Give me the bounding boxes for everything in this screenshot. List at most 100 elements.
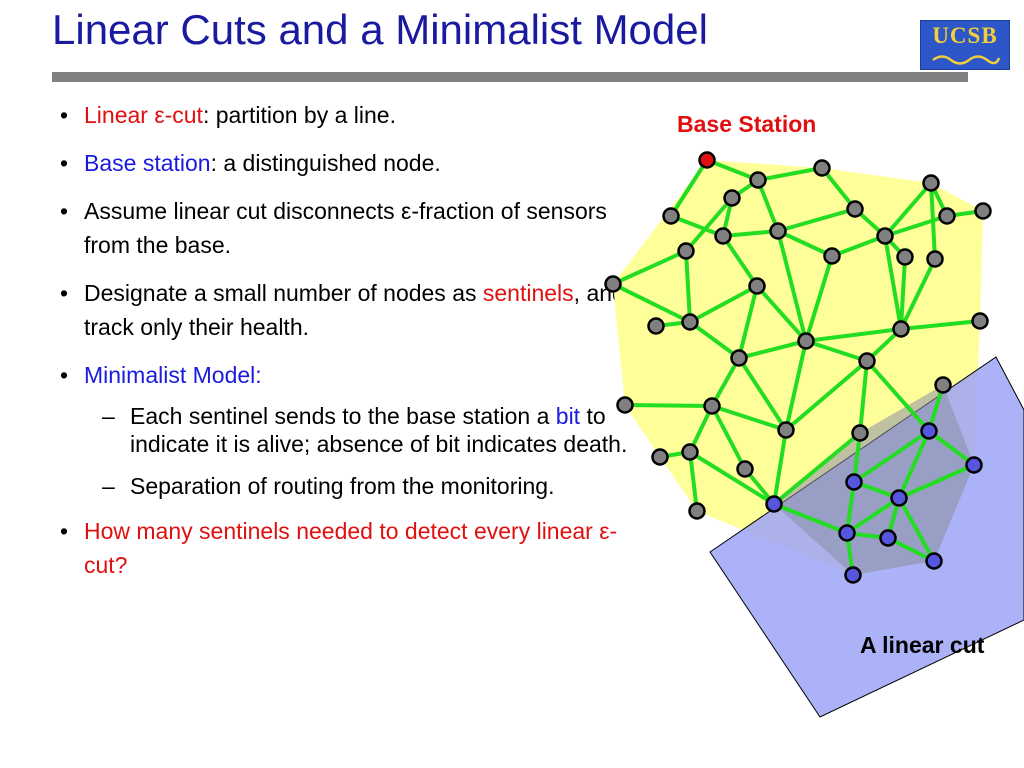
network-edge [804,254,834,343]
sensor-node [777,421,795,439]
network-edge [897,463,976,500]
disconnected-sensor-node [925,552,943,570]
network-edge [899,257,937,331]
sensor-node [922,174,940,192]
network-edge [710,404,747,471]
network-edge [684,196,734,253]
network-edge [865,359,931,433]
bullet-text-run: -fraction of sensors from the base. [84,198,607,258]
network-edge [611,282,692,324]
network-edge [776,229,834,258]
sensor-node [846,200,864,218]
sensor-node [736,460,754,478]
sensor-node [651,448,669,466]
network-edge [737,356,788,432]
sensor-node [851,424,869,442]
network-edge [669,214,725,238]
disconnected-sensor-node [838,524,856,542]
network-edge [721,234,759,288]
disconnected-sensor-node [920,422,938,440]
disconnected-sensor-node [844,566,862,584]
network-edge [772,431,862,506]
sensor-node [974,202,992,220]
ucsb-logo: UCSB [920,20,1010,70]
bullet-text-run: How many sentinels needed to detect ever… [84,518,600,544]
sensor-node [703,397,721,415]
network-edge [623,403,714,408]
sensor-node [938,207,956,225]
sensor-node [604,275,622,293]
wave-icon [932,55,1001,65]
bullet-text-run: Assume linear cut disconnects [84,198,402,224]
disconnected-sensor-node [965,456,983,474]
disconnected-sensor-node [765,495,783,513]
bullet-text-run: Designate a small number of nodes as [84,280,483,306]
network-edge [756,178,780,233]
network-edge [929,181,937,261]
bullet: •Assume linear cut disconnects ε-fractio… [60,194,630,262]
network-edge [611,249,688,286]
sensor-node [797,332,815,350]
sensor-node [681,313,699,331]
sensor-node [971,312,989,330]
network-edge [897,496,936,563]
bullet-text-run: Base station [84,150,211,176]
logo-text: UCSB [932,23,998,48]
network-edge [737,339,808,360]
bullet-text-run: ε [401,198,412,224]
base-station-label: Base Station [677,111,817,137]
sensor-node [896,248,914,266]
sensor-node [662,207,680,225]
network-edge [776,229,808,343]
network-edge [883,234,903,331]
network-edge [710,404,788,432]
sensor-node [616,396,634,414]
bullet: •Linear ε-cut: partition by a line. [60,98,630,132]
bullet-text-run: -cut [164,102,203,128]
network-edge [899,319,982,331]
network-edge [705,158,760,182]
sensor-node [730,349,748,367]
bullet-text-run: Minimalist Model: [84,362,262,388]
network-edge [688,450,699,513]
network-edge [776,207,857,233]
sensor-node [823,247,841,265]
bullet-text-run: ε [599,518,610,544]
sensor-node [858,352,876,370]
sensor-node [681,443,699,461]
network-edge [883,181,933,238]
sensor-node [769,222,787,240]
network-edge [710,356,741,408]
network-edge [927,429,976,467]
bullet-text-run: Separation of routing from the monitorin… [130,473,555,499]
sensor-node [892,320,910,338]
network-edge [669,158,709,218]
network-edge [804,339,869,363]
network-edge [688,284,759,324]
bullet-text-run: : partition by a line. [202,102,396,128]
network-edge [755,284,808,343]
network-edge [845,496,901,535]
sensor-node [714,227,732,245]
network-edge [688,450,776,506]
bullet-marker: • [60,150,69,176]
bullet: •Base station: a distinguished node. [60,146,630,180]
network-edge [684,249,692,324]
bullet: •Minimalist Model: [60,358,630,392]
sensor-node [749,171,767,189]
sensor-node [647,317,665,335]
sensor-node [748,277,766,295]
network-edge [830,234,887,258]
sensor-node [813,159,831,177]
sub-bullet: –Each sentinel sends to the base station… [60,402,630,458]
sensor-node [926,250,944,268]
bullet-marker: • [60,280,69,306]
sensor-node [876,227,894,245]
network-edge [899,255,907,331]
slide-title: Linear Cuts and a Minimalist Model [52,6,708,53]
network-edge [784,359,869,432]
sensor-node [677,242,695,260]
title-divider [52,72,968,82]
